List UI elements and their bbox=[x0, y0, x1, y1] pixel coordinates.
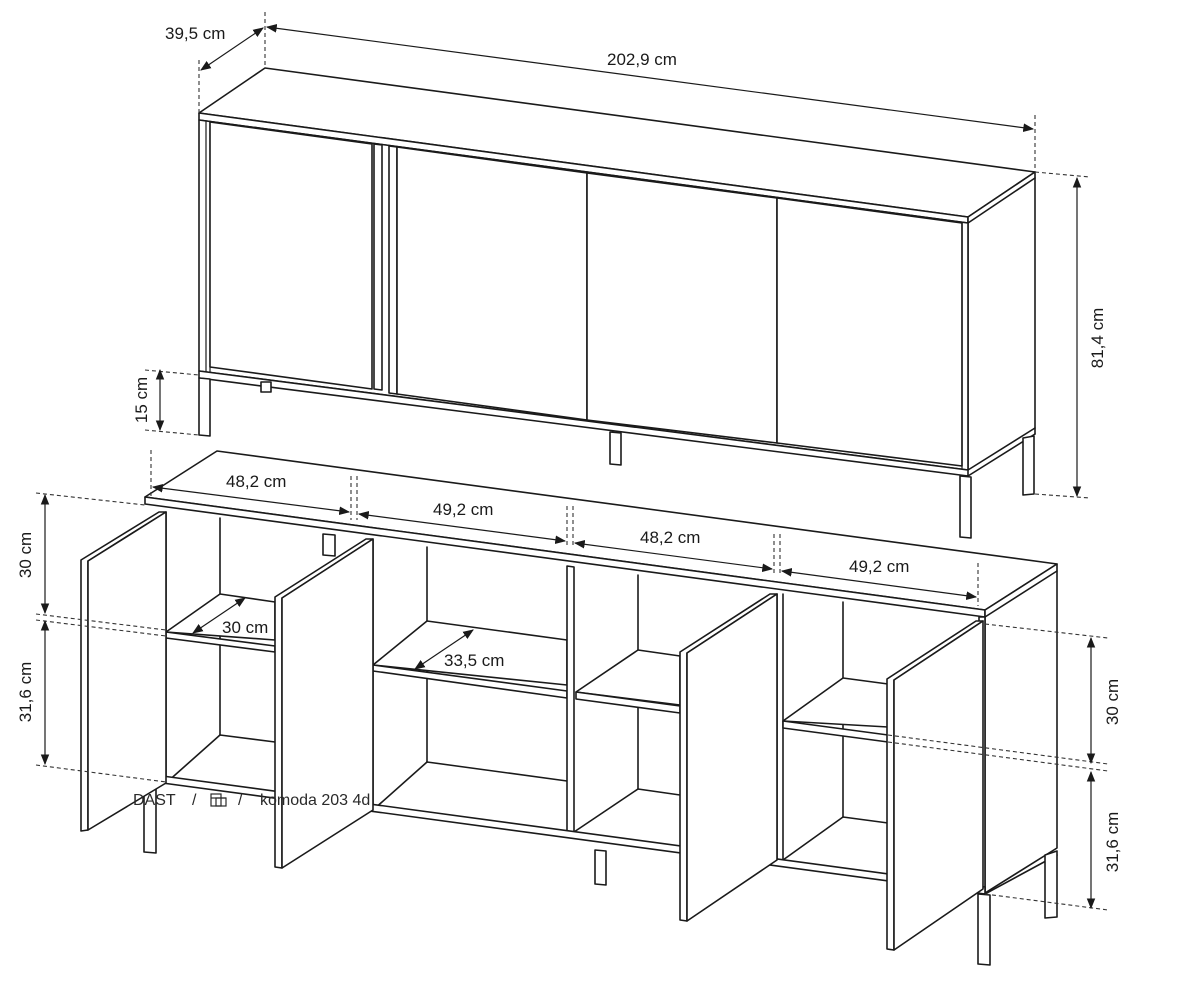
right-upper-height-label: 30 cm bbox=[1103, 679, 1122, 725]
product-caption: DAST / / komoda 203 4d bbox=[133, 792, 370, 809]
open-door-4 bbox=[893, 620, 984, 951]
compartment-3-width: 48,2 cm bbox=[640, 528, 700, 547]
open-door-2 bbox=[281, 538, 374, 869]
closed-dimensions bbox=[144, 12, 1091, 499]
left-lower-height-label: 31,6 cm bbox=[16, 662, 35, 722]
right-lower-height-label: 31,6 cm bbox=[1103, 812, 1122, 872]
open-leg-front-right bbox=[977, 893, 991, 966]
depth-label: 39,5 cm bbox=[165, 24, 225, 43]
shelf-depth-small-label: 30 cm bbox=[222, 618, 268, 637]
compartment-2-width: 49,2 cm bbox=[433, 500, 493, 519]
open-leg-middle bbox=[594, 849, 607, 886]
closed-sideboard bbox=[198, 67, 1036, 539]
open-door-1 bbox=[87, 511, 167, 831]
leg-front-left bbox=[198, 377, 211, 437]
leg-back-right bbox=[1022, 435, 1035, 496]
door-4 bbox=[776, 197, 963, 467]
center-divider bbox=[566, 565, 575, 833]
cabinet-logo-icon bbox=[210, 793, 227, 807]
open-door-3 bbox=[686, 593, 778, 922]
caption-separator-2: / bbox=[238, 792, 243, 809]
open-right-side bbox=[984, 563, 1058, 894]
caption-separator-1: / bbox=[192, 792, 197, 809]
left-upper-height-label: 30 cm bbox=[16, 532, 35, 578]
leg-front-right bbox=[959, 475, 972, 539]
product-name-label: komoda 203 4d bbox=[260, 792, 370, 809]
shelf-depth-large-label: 33,5 cm bbox=[444, 651, 504, 670]
divider-left bbox=[373, 143, 383, 391]
height-label: 81,4 cm bbox=[1088, 308, 1107, 368]
compartment-4-width: 49,2 cm bbox=[849, 557, 909, 576]
door-1 bbox=[209, 121, 373, 390]
brand-label: DAST bbox=[133, 792, 176, 809]
open-dimensions bbox=[35, 450, 1109, 911]
width-label: 202,9 cm bbox=[607, 50, 677, 69]
door-3 bbox=[586, 172, 778, 444]
open-sideboard bbox=[80, 450, 1058, 966]
door-2 bbox=[396, 146, 588, 421]
open-leg-back-right bbox=[1044, 850, 1058, 919]
divider-left-2 bbox=[388, 145, 398, 395]
compartment-1-width: 48,2 cm bbox=[226, 472, 286, 491]
leg-middle bbox=[609, 431, 622, 466]
leg-height-label: 15 cm bbox=[132, 377, 151, 423]
